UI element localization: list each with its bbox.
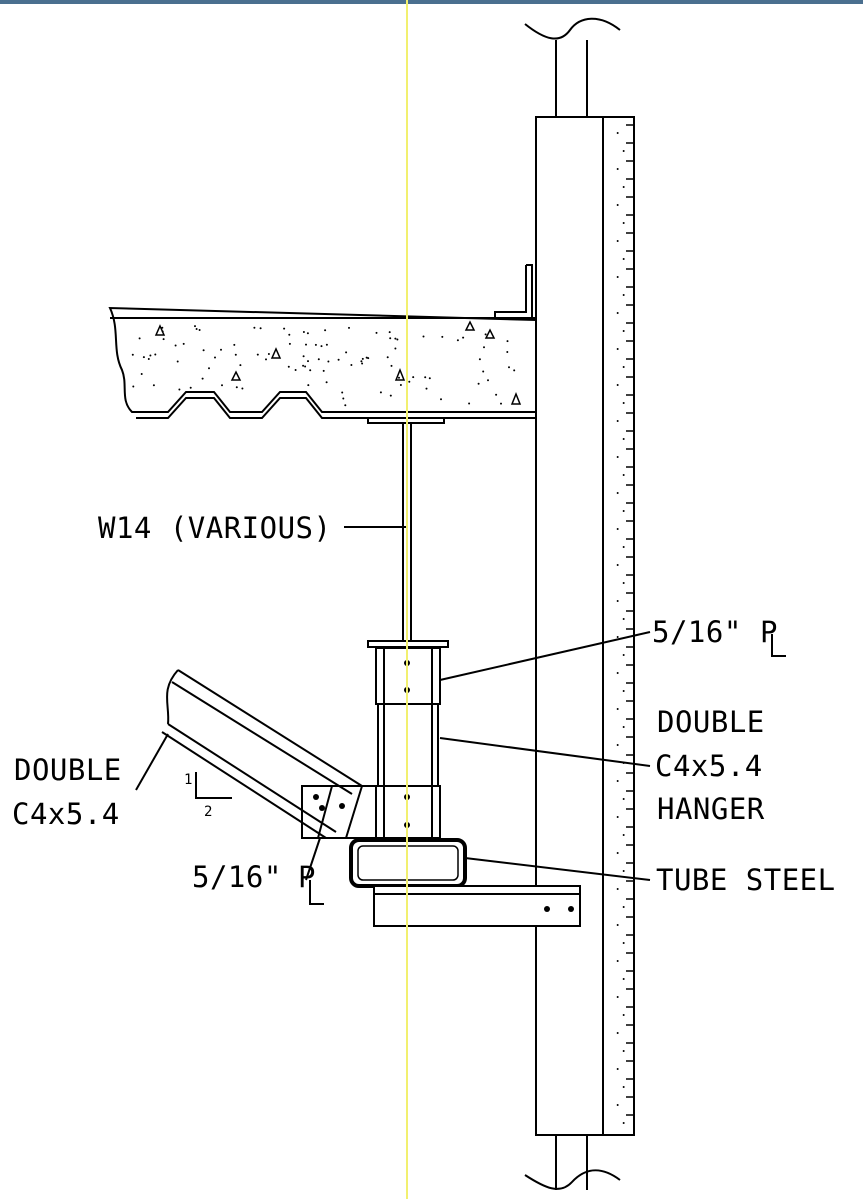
plate-symbol-top: P <box>760 615 786 657</box>
slope-rise-label: 1 <box>184 772 192 788</box>
column-body <box>535 116 635 1136</box>
plate-symbol-bottom: P <box>298 860 324 905</box>
concrete-slab <box>108 306 537 419</box>
concrete-stipple <box>131 325 516 407</box>
label-bottom-plate-size: 5/16" <box>192 860 282 894</box>
slope-run-label: 2 <box>204 804 212 820</box>
leader-lines <box>135 526 651 881</box>
label-w14: W14 (VARIOUS) <box>98 511 331 545</box>
slab-angle-clip <box>494 264 533 319</box>
slope-indicator: 1 2 <box>184 772 232 820</box>
hanger-assembly <box>375 647 441 839</box>
bottom-angle <box>373 885 581 927</box>
window-top-border <box>0 0 863 4</box>
brace-gusset-plate <box>301 785 377 839</box>
label-top-plate-size: 5/16" <box>652 615 742 649</box>
double-channel-brace <box>161 669 363 839</box>
column <box>524 17 635 1190</box>
label-hanger-line1: DOUBLE <box>657 705 765 739</box>
label-brace-line1: DOUBLE <box>14 753 122 787</box>
svg-text:P: P <box>760 615 778 649</box>
label-hanger-line2: C4x5.4 <box>655 749 763 783</box>
break-line-top <box>524 17 621 40</box>
label-brace-line2: C4x5.4 <box>12 797 120 831</box>
break-line-bottom <box>524 1169 621 1190</box>
label-tube-steel: TUBE STEEL <box>656 863 836 897</box>
column-insulation-hatch <box>616 124 634 1124</box>
label-hanger-line3: HANGER <box>657 792 765 826</box>
svg-text:P: P <box>298 860 316 894</box>
